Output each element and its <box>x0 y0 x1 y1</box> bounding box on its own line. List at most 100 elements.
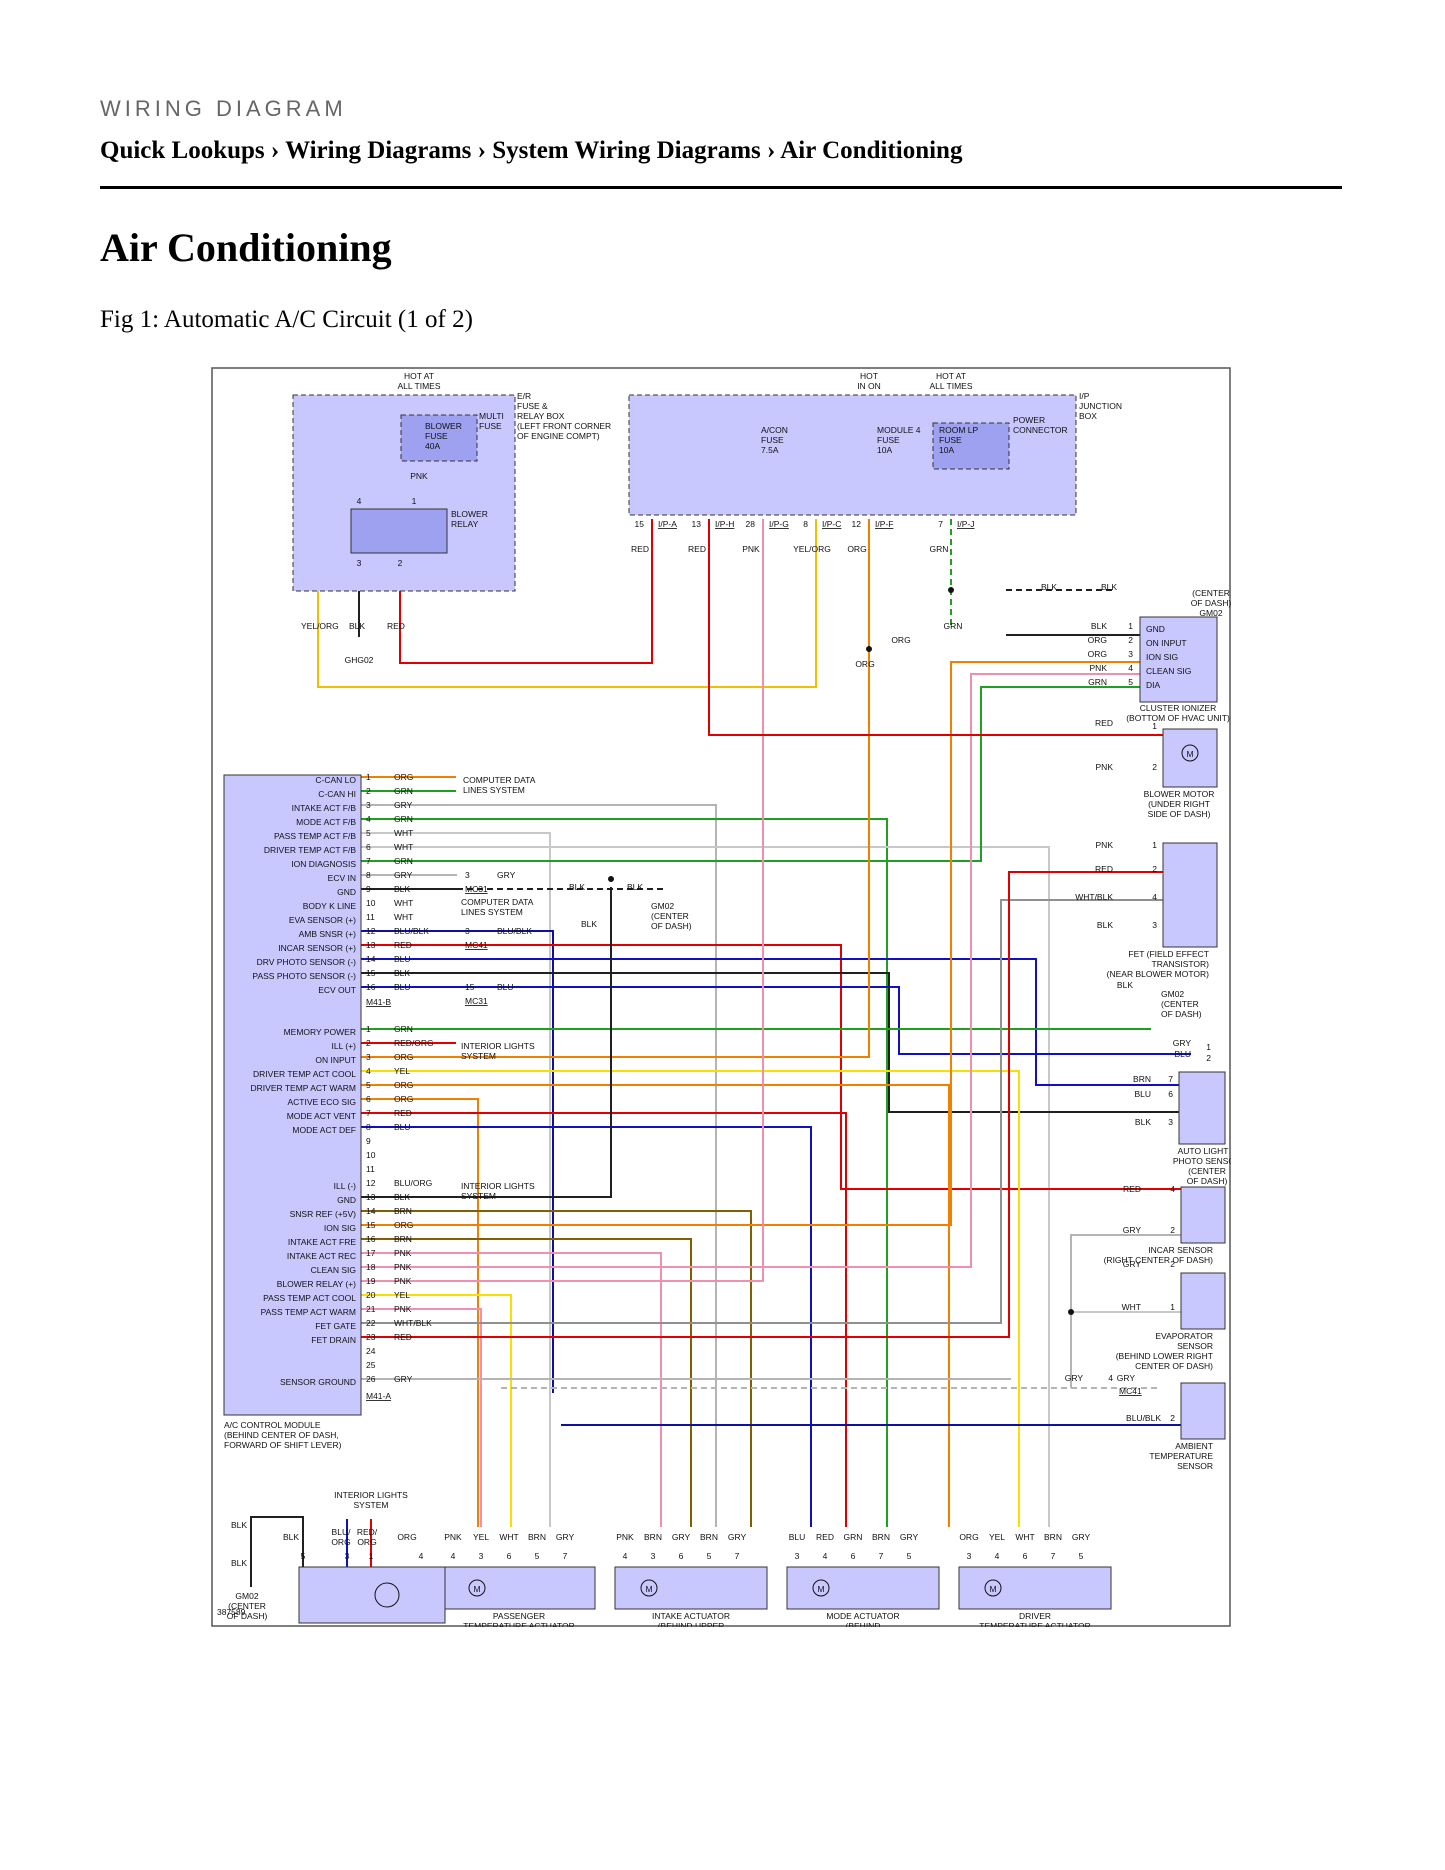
pin-number: 6 <box>851 1551 856 1561</box>
wire-label: BRN <box>1044 1532 1062 1542</box>
cluster-ionizer <box>1139 616 1218 703</box>
module-pin: 16 <box>366 982 376 992</box>
wire-label: ORG <box>394 1080 413 1090</box>
page-title: Air Conditioning <box>100 225 392 270</box>
module-pin-label: MEMORY POWER <box>284 1027 356 1037</box>
wire-label: GRY <box>1123 1225 1142 1235</box>
wire-label: BLK <box>1117 980 1133 990</box>
splice-dot <box>608 876 614 882</box>
wire-label: BLU <box>497 982 514 992</box>
wire-label: YEL/ORG <box>301 621 339 631</box>
motor-symbol-label: M <box>645 1584 652 1594</box>
er-box-label: (LEFT FRONT CORNER <box>517 421 611 431</box>
fet-transistor <box>1162 842 1218 948</box>
breadcrumb-item-wiring-diagrams[interactable]: Wiring Diagrams <box>285 137 472 164</box>
module-pin-label: DRIVER TEMP ACT F/B <box>264 845 356 855</box>
module-pin-label: INTAKE ACT F/B <box>292 803 357 813</box>
wire-label: BLK <box>231 1520 247 1530</box>
wire-label: GRY <box>394 870 413 880</box>
wire-label: ORG <box>394 772 413 782</box>
wire-label: WHT/BLK <box>394 1318 432 1328</box>
blower-relay-label: RELAY <box>451 519 479 529</box>
module-pin: 2 <box>366 786 371 796</box>
wire-drv-cool <box>361 1070 1020 1527</box>
breadcrumb-item-system-wiring-diagrams[interactable]: System Wiring Diagrams <box>492 137 761 164</box>
computer-data-label: LINES SYSTEM <box>463 785 525 795</box>
component-name: FET (FIELD EFFECT <box>1128 949 1209 959</box>
module-pin-label: C-CAN LO <box>315 775 356 785</box>
wire-intake-fb <box>361 804 717 1527</box>
component-name: (BEHIND LOWER RIGHT <box>1116 1351 1213 1361</box>
component-name: (RIGHT CENTER OF DASH) <box>1104 1255 1214 1265</box>
wire-label: ORG <box>394 1220 413 1230</box>
wire-label: ORG <box>891 635 910 645</box>
wire-label: PNK <box>1096 762 1114 772</box>
interior-lights-label: INTERIOR LIGHTS <box>461 1181 535 1191</box>
pin-number: 4 <box>995 1551 1000 1561</box>
wire-label: PNK <box>444 1532 462 1542</box>
wire-label: GRY <box>556 1532 575 1542</box>
wire-label: ORG <box>394 1094 413 1104</box>
pin-number: 1 <box>412 496 417 506</box>
wire-label: RED <box>387 621 405 631</box>
component-name: CLUSTER IONIZER <box>1140 703 1217 713</box>
wire-label: BLK <box>349 621 365 631</box>
pin-number: 6 <box>1168 1089 1173 1099</box>
pin-number: 1 <box>1152 721 1157 731</box>
wire-label: BLK <box>581 919 597 929</box>
wire-label: WHT <box>394 912 413 922</box>
pin-number: 2 <box>398 558 403 568</box>
module-pin: 18 <box>366 1262 376 1272</box>
wire-label: ORG <box>1088 635 1107 645</box>
breadcrumb-item-air-conditioning[interactable]: Air Conditioning <box>780 137 963 164</box>
module-pin-label: MODE ACT F/B <box>296 817 356 827</box>
module-pin-label: BODY K LINE <box>303 901 357 911</box>
wire-incar-gnd <box>1070 1234 1181 1388</box>
module-pin-label: DRIVER TEMP ACT COOL <box>253 1069 356 1079</box>
wire-label: RED <box>631 544 649 554</box>
pin-number: 4 <box>823 1551 828 1561</box>
module-pin-label: FET GATE <box>315 1321 356 1331</box>
component-name: PHOTO SENSOR <box>1173 1156 1231 1166</box>
pin-number: 6 <box>1023 1551 1028 1561</box>
acon-fuse-label: 7.5A <box>761 445 779 455</box>
connector-pin: 15 <box>635 519 645 529</box>
breadcrumb-item-quick-lookups[interactable]: Quick Lookups <box>100 137 265 164</box>
motor-symbol-label: M <box>473 1584 480 1594</box>
wire-label: RED <box>1123 1184 1141 1194</box>
wire-label: ORG <box>357 1537 376 1547</box>
power-connector-label: CONNECTOR <box>1013 425 1068 435</box>
wire-label: BLU/ <box>332 1527 352 1537</box>
module-pin-label: MODE ACT VENT <box>287 1111 356 1121</box>
module-pin-label: ECV OUT <box>318 985 356 995</box>
component-name: (NEAR BLOWER MOTOR) <box>1107 969 1209 979</box>
module-pin: 10 <box>366 898 376 908</box>
hot-at-all-times-label: ALL TIMES <box>398 381 441 391</box>
splice-dot <box>866 646 872 652</box>
component-name: AUTO LIGHT & <box>1178 1146 1231 1156</box>
pin-number: 15 <box>465 982 475 992</box>
connector-name: MC41 <box>465 940 488 950</box>
component-name: (BEHIND <box>846 1621 881 1627</box>
blower-motor <box>1162 728 1218 788</box>
module-pin-label: ION DIAGNOSIS <box>291 859 356 869</box>
wire-label: PNK <box>394 1262 412 1272</box>
pin-label: GND <box>1146 624 1165 634</box>
module-pin: 14 <box>366 1206 376 1216</box>
module-pin: 7 <box>366 1108 371 1118</box>
wire-label: GRN <box>394 1024 413 1034</box>
pin-number: 4 <box>1128 663 1133 673</box>
module-pin: 3 <box>366 800 371 810</box>
connector-name: I/P-G <box>769 519 789 529</box>
wire-snsr-ref <box>361 1210 752 1527</box>
wire-label: GRY <box>1117 1373 1136 1383</box>
wire-label: PNK <box>742 544 760 554</box>
acon-fuse-label: FUSE <box>761 435 784 445</box>
component-name: (CENTER <box>1188 1166 1226 1176</box>
module-pin: 5 <box>366 1080 371 1090</box>
component-name: OF DASH) <box>1187 1176 1228 1186</box>
er-box-label: OF ENGINE COMPT) <box>517 431 600 441</box>
actuator <box>958 1566 1112 1610</box>
wire-pass-photo <box>361 972 1179 1113</box>
wire-label: BLK <box>394 884 410 894</box>
